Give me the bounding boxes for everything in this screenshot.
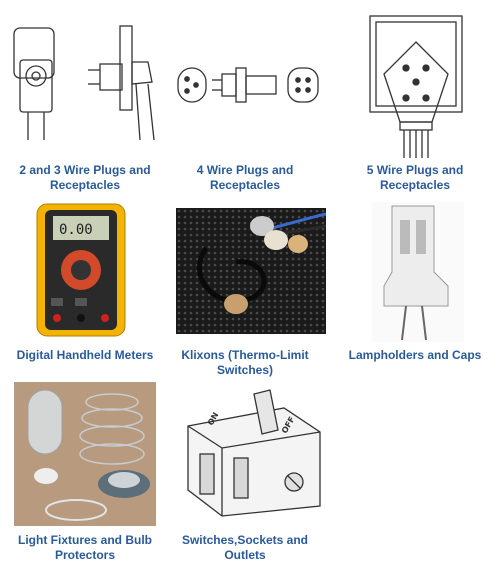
product-2-3-wire-plugs[interactable]: 2 and 3 Wire Plugs and Receptacles xyxy=(0,0,170,200)
product-label-line1: Klixons (Thermo-Limit xyxy=(181,348,309,362)
product-digital-meters[interactable]: 0.00 Digital Handheld Meters xyxy=(0,200,170,380)
product-label-line2: Protectors xyxy=(54,548,116,562)
product-label-line1: 5 Wire Plugs and xyxy=(366,163,464,177)
lampholder-photo-icon[interactable] xyxy=(372,202,464,342)
product-switches-sockets[interactable]: ON OFF Switches,Sockets and Outlets xyxy=(160,380,330,580)
multimeter-photo-icon[interactable]: 0.00 xyxy=(35,202,127,338)
product-label-line2: Receptacles xyxy=(49,178,121,192)
product-label-line2: Receptacles xyxy=(209,178,281,192)
product-4-wire-plugs[interactable]: 4 Wire Plugs and Receptacles xyxy=(160,0,330,200)
product-label-line1: Digital Handheld Meters xyxy=(16,348,154,362)
five-wire-plug-drawing-icon[interactable] xyxy=(366,12,466,162)
plug-receptacle-drawing-icon[interactable] xyxy=(8,22,160,142)
product-label-line2: Switches) xyxy=(216,363,273,377)
product-label-line1: Lampholders and Caps xyxy=(348,348,482,362)
product-label-line1: Light Fixtures and Bulb xyxy=(18,533,152,547)
product-klixons[interactable]: Klixons (Thermo-Limit Switches) xyxy=(160,200,330,380)
product-label-line2: Receptacles xyxy=(379,178,451,192)
light-fixture-photo-icon[interactable] xyxy=(14,382,156,526)
product-light-fixtures[interactable]: Light Fixtures and Bulb Protectors xyxy=(0,380,170,580)
four-wire-plug-drawing-icon[interactable] xyxy=(174,60,324,110)
klixon-photo-icon[interactable] xyxy=(176,208,326,334)
switch-drawing-icon[interactable]: ON OFF xyxy=(174,386,324,518)
svg-text:0.00: 0.00 xyxy=(59,222,93,238)
product-label-line1: Switches,Sockets and xyxy=(181,533,309,547)
product-label-line1: 2 and 3 Wire Plugs and xyxy=(19,163,151,177)
product-5-wire-plugs[interactable]: 5 Wire Plugs and Receptacles xyxy=(330,0,500,200)
product-label-line2: Outlets xyxy=(224,548,266,562)
product-lampholders[interactable]: Lampholders and Caps xyxy=(330,200,500,380)
product-label-line1: 4 Wire Plugs and xyxy=(196,163,294,177)
